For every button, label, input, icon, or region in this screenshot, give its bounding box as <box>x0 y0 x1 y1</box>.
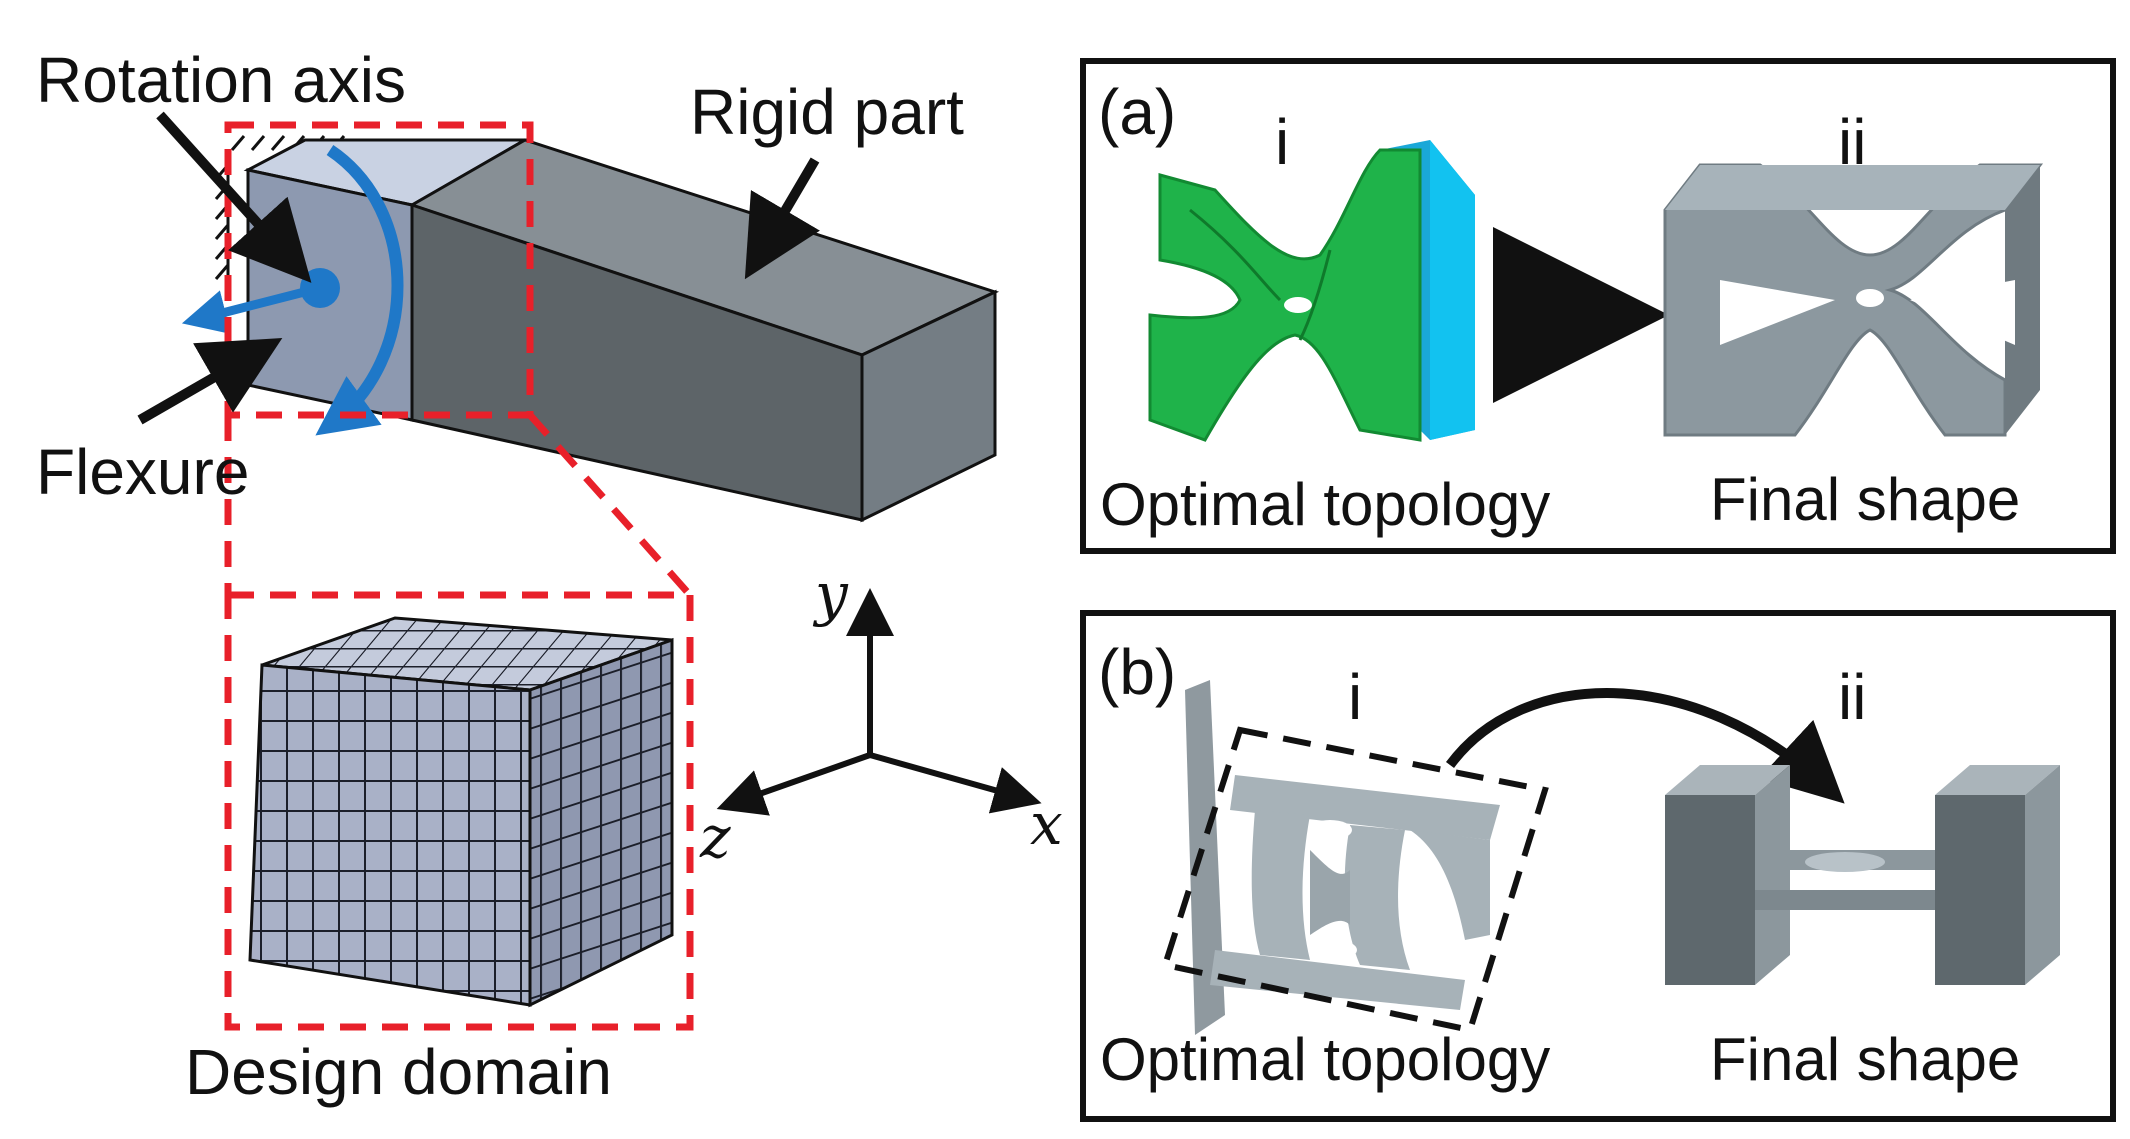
mesh-front-face <box>248 663 532 1007</box>
panel-a-final-shape <box>1663 163 2044 437</box>
panel-b-caption-optimal-topology: Optimal topology <box>1100 1026 1551 1093</box>
design-domain-frame <box>224 591 694 1031</box>
mesh-side-face <box>528 637 674 1008</box>
x-axis-arrow <box>869 752 1042 814</box>
panel-a-frame <box>1080 58 2116 554</box>
panel-a-step-i: i <box>1275 106 1290 178</box>
panel-a-step-ii: ii <box>1838 106 1867 178</box>
design-domain-highlight <box>224 121 534 419</box>
rigid-part-end-face <box>860 289 997 523</box>
panel-b-optimal-topology <box>1210 775 1500 1010</box>
x-axis-label: x <box>1030 790 1063 858</box>
design-domain-mesh <box>224 591 694 1031</box>
panel-a-caption-final-shape: Final shape <box>1710 466 2021 533</box>
y-axis-label: y <box>815 560 848 628</box>
flexure-label: Flexure <box>36 436 250 508</box>
panel-b-support-plate <box>1185 680 1225 1035</box>
panel-b-step-i: i <box>1348 661 1363 733</box>
z-axis-arrow <box>716 752 871 816</box>
z-axis-label: z <box>700 803 731 871</box>
panel-b-frame <box>1080 610 2116 1122</box>
rotation-axis-pointer <box>156 111 312 283</box>
rigid-part-pointer <box>744 157 820 280</box>
flexure-pointer <box>137 338 283 425</box>
panel-b-tag: (b) <box>1098 636 1177 708</box>
panel-b-step-ii: ii <box>1838 661 1867 733</box>
panel-a-tag: (a) <box>1098 76 1177 148</box>
panel-b-process-arrow <box>1445 688 1845 804</box>
panel-b-caption-final-shape: Final shape <box>1710 1026 2021 1093</box>
panel-b-final-shape <box>1665 765 2060 985</box>
panel-a-caption-optimal-topology: Optimal topology <box>1100 471 1551 538</box>
coordinate-axes <box>716 588 1042 816</box>
panel-a-artwork <box>1148 140 2044 442</box>
panel-a-optimal-topology <box>1148 148 1422 442</box>
rotation-axis-label: Rotation axis <box>36 44 406 116</box>
rigid-part-label: Rigid part <box>690 76 964 148</box>
beam-assembly <box>137 111 1000 598</box>
design-domain-label: Design domain <box>185 1036 612 1108</box>
panel-b-artwork <box>1161 680 2060 1035</box>
